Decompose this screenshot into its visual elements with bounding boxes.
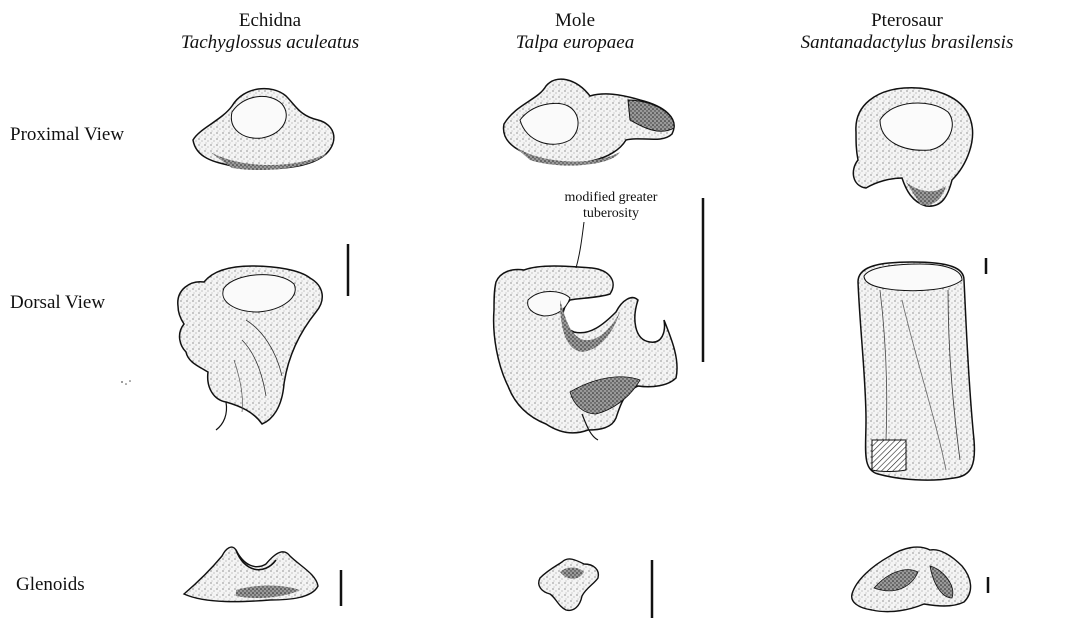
echidna-dorsal-bone <box>178 266 322 430</box>
pterosaur-dorsal-bone <box>858 262 974 480</box>
mole-proximal-bone <box>504 79 675 165</box>
mole-glenoid-bone <box>539 559 599 610</box>
echidna-glenoid-bone <box>184 547 318 602</box>
pterosaur-glenoid-bone <box>852 547 971 611</box>
pterosaur-proximal-bone <box>853 88 972 206</box>
echidna-proximal-bone <box>193 89 334 170</box>
annotation-leader-line <box>576 222 584 268</box>
mole-dorsal-bone <box>494 266 677 440</box>
stray-marks <box>121 380 131 385</box>
